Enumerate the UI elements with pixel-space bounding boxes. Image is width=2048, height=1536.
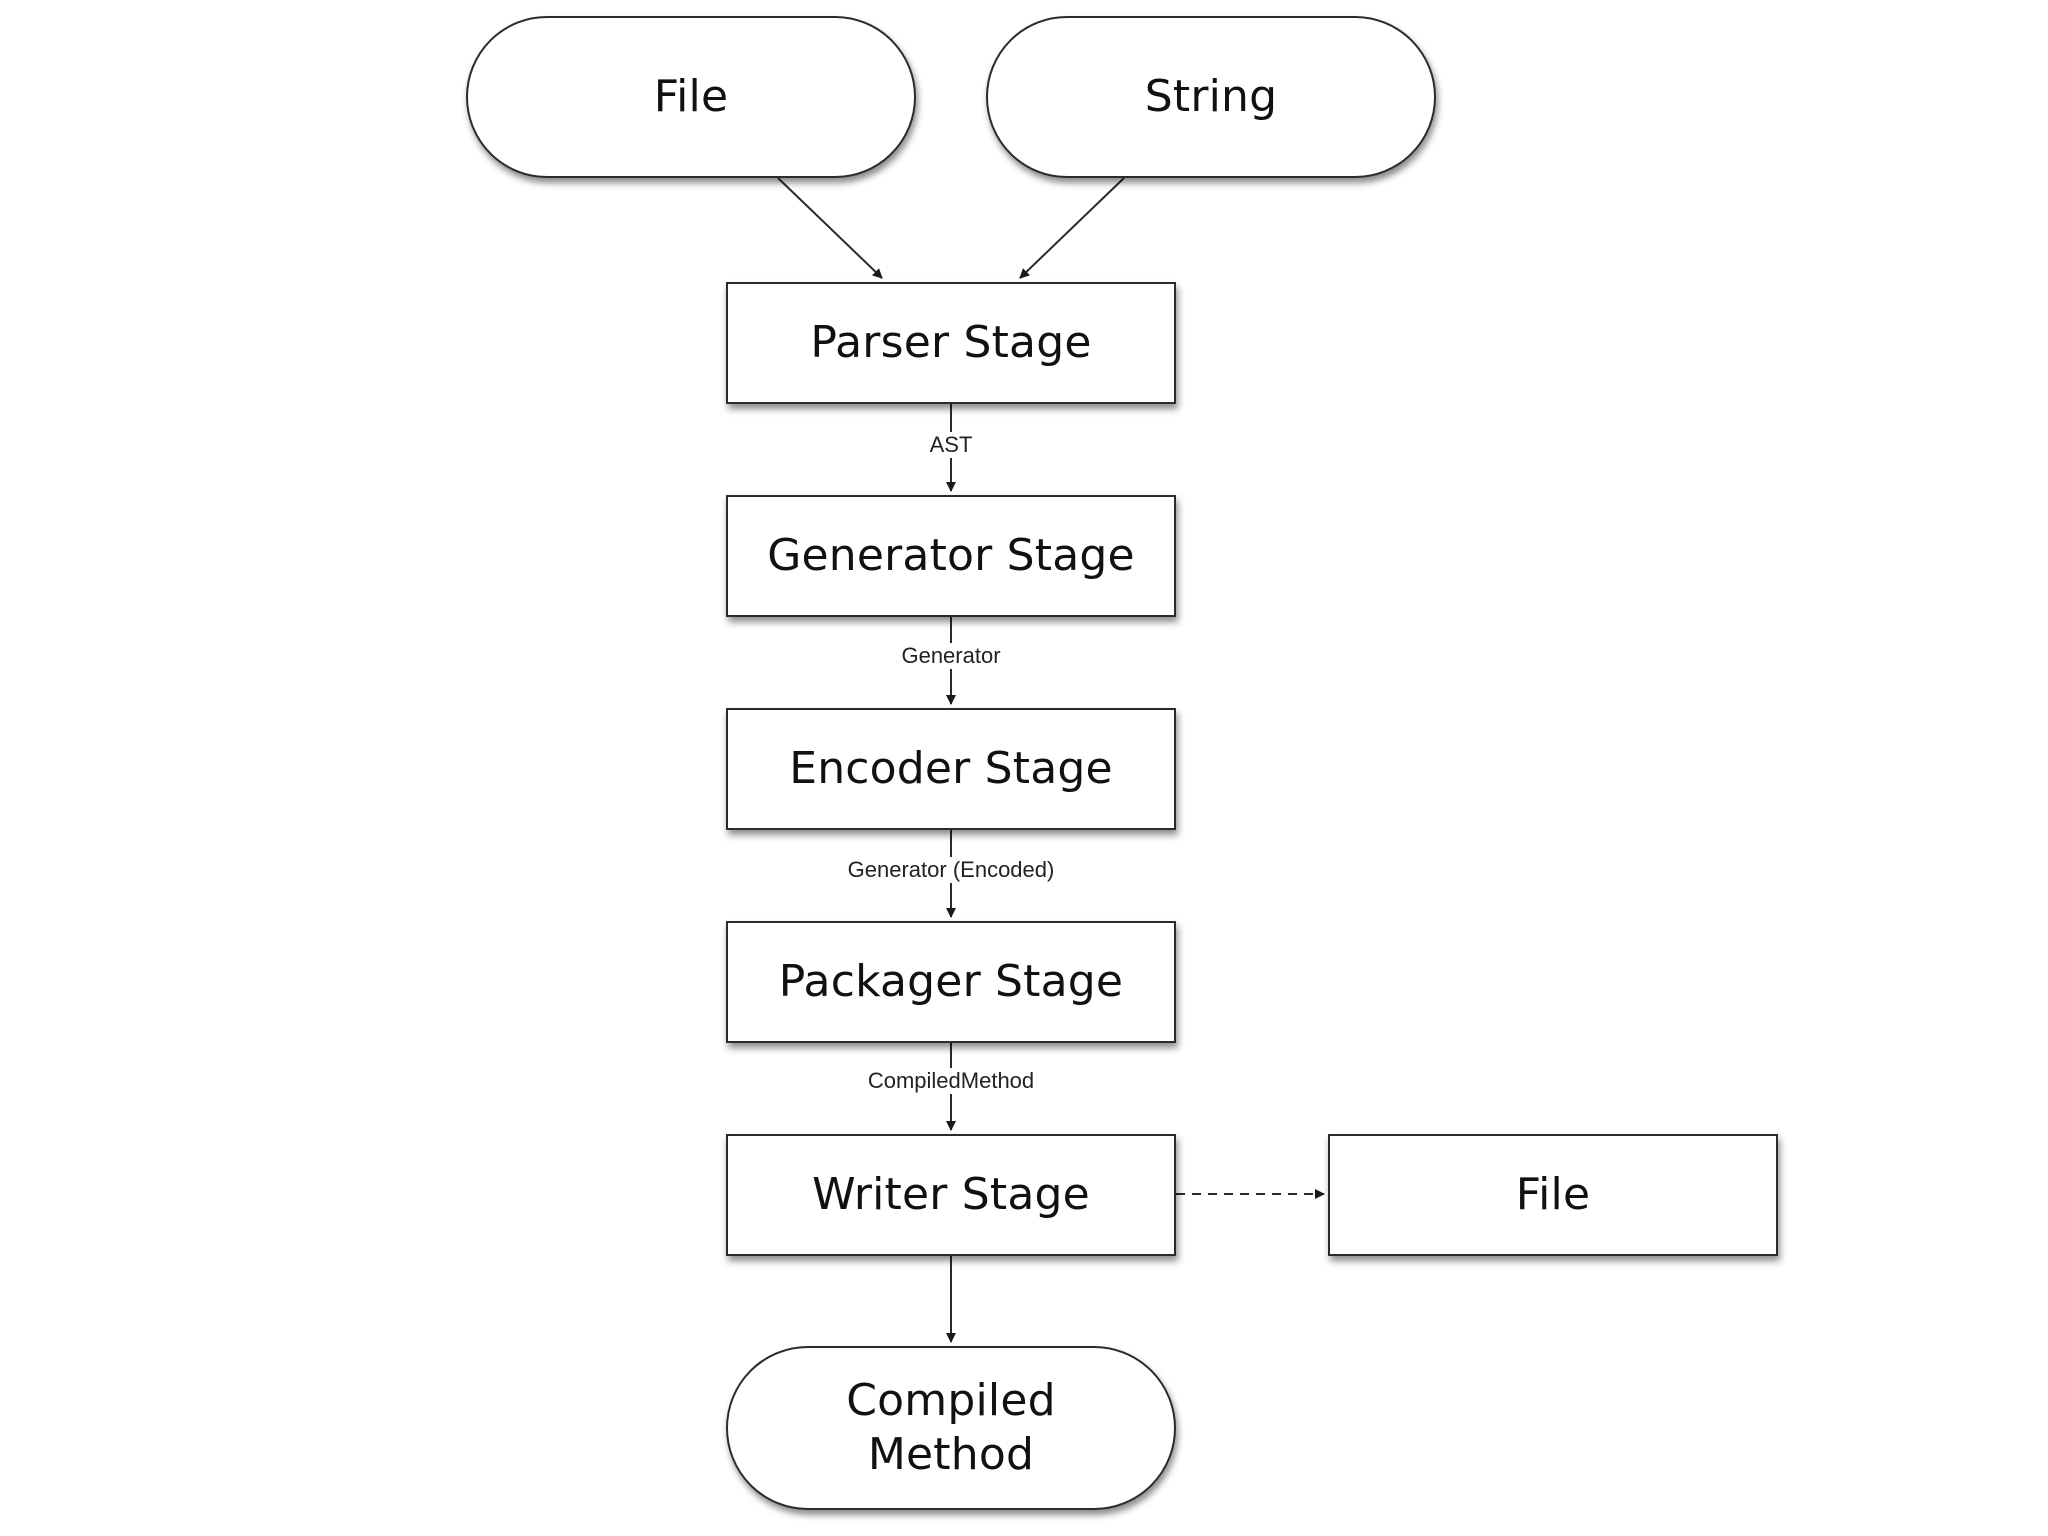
edge-label-compiled-method: CompiledMethod — [863, 1068, 1039, 1094]
file-output-label: File — [1515, 1169, 1591, 1221]
file-input-label: File — [653, 71, 729, 123]
edge-label-generator: Generator — [897, 643, 1005, 669]
packager-stage-node: Packager Stage — [726, 921, 1176, 1043]
string-input-label: String — [1144, 71, 1278, 123]
parser-stage-node: Parser Stage — [726, 282, 1176, 404]
encoder-stage-node: Encoder Stage — [726, 708, 1176, 830]
writer-stage-node: Writer Stage — [726, 1134, 1176, 1256]
string-input-node: String — [986, 16, 1436, 178]
compiled-method-label: Compiled Method — [846, 1375, 1056, 1480]
file-output-node: File — [1328, 1134, 1778, 1256]
compiled-method-node: Compiled Method — [726, 1346, 1176, 1510]
generator-stage-node: Generator Stage — [726, 495, 1176, 617]
packager-stage-label: Packager Stage — [778, 956, 1124, 1008]
parser-stage-label: Parser Stage — [810, 317, 1092, 369]
arrow-file-to-parser — [777, 177, 883, 279]
generator-stage-label: Generator Stage — [767, 530, 1135, 582]
encoder-stage-label: Encoder Stage — [789, 743, 1113, 795]
writer-stage-label: Writer Stage — [812, 1169, 1090, 1221]
arrow-string-to-parser — [1019, 177, 1125, 279]
edge-label-ast: AST — [925, 432, 977, 458]
file-input-node: File — [466, 16, 916, 178]
edge-label-generator-encoded: Generator (Encoded) — [843, 857, 1059, 883]
